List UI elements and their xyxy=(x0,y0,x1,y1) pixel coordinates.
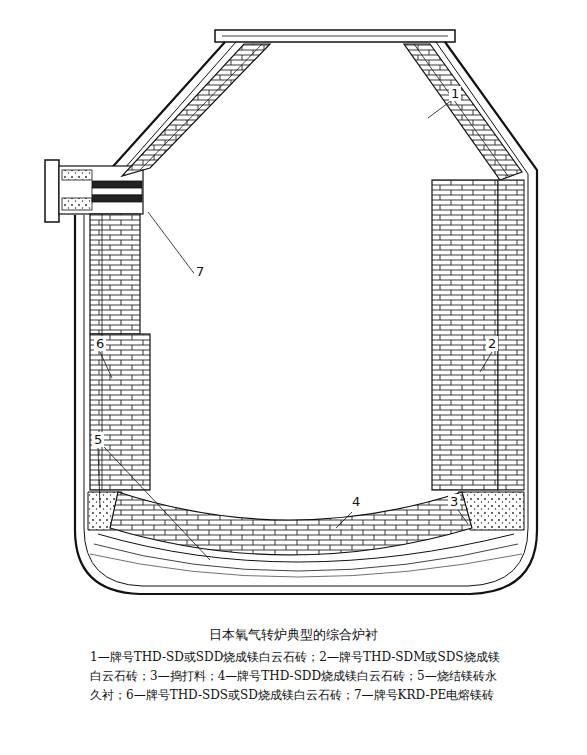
callout-number: 1 xyxy=(449,86,461,101)
callout-number: 5 xyxy=(92,432,104,447)
figure-caption: 1—牌号THD-SD或SDD烧成镁白云石砖；2—牌号THD-SDM或SDS烧成镁… xyxy=(90,648,508,705)
figure-title: 日本氧气转炉典型的综合炉衬 xyxy=(209,626,378,644)
callout-number: 7 xyxy=(194,264,206,279)
callout-number: 6 xyxy=(94,336,106,351)
callout-number: 2 xyxy=(486,336,498,351)
callout-number: 4 xyxy=(350,494,362,509)
callout-number: 3 xyxy=(448,494,460,509)
